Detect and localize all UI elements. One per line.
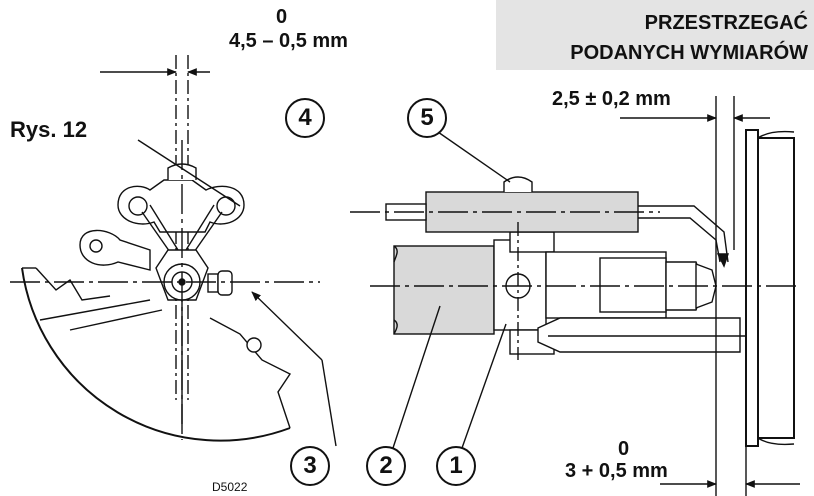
right-dimension-value: 2,5 ± 0,2 mm [552,88,671,110]
top-dimension-value: 4,5 – 0,5 mm [229,30,348,52]
nozzle-side-view [350,129,800,447]
warning-line-1: PRZESTRZEGAĆ [644,12,808,34]
bottom-dimension-tolerance: 0 [618,438,630,460]
electrode-holder-front-view [10,140,320,442]
figure-label: Rys. 12 [10,117,88,142]
warning-box: PRZESTRZEGAĆ PODANYCH WYMIARÓW [496,0,814,70]
drawing-code: D5022 [212,480,248,494]
warning-line-2: PODANYCH WYMIARÓW [570,42,808,64]
top-dimension-tolerance: 0 [276,6,288,28]
callout-4: 4 [285,98,325,138]
callout-3: 3 [290,446,330,486]
callout-1: 1 [436,446,476,486]
callout-5: 5 [407,98,447,138]
bottom-dimension-value: 3 + 0,5 mm [565,460,668,482]
callout-2: 2 [366,446,406,486]
